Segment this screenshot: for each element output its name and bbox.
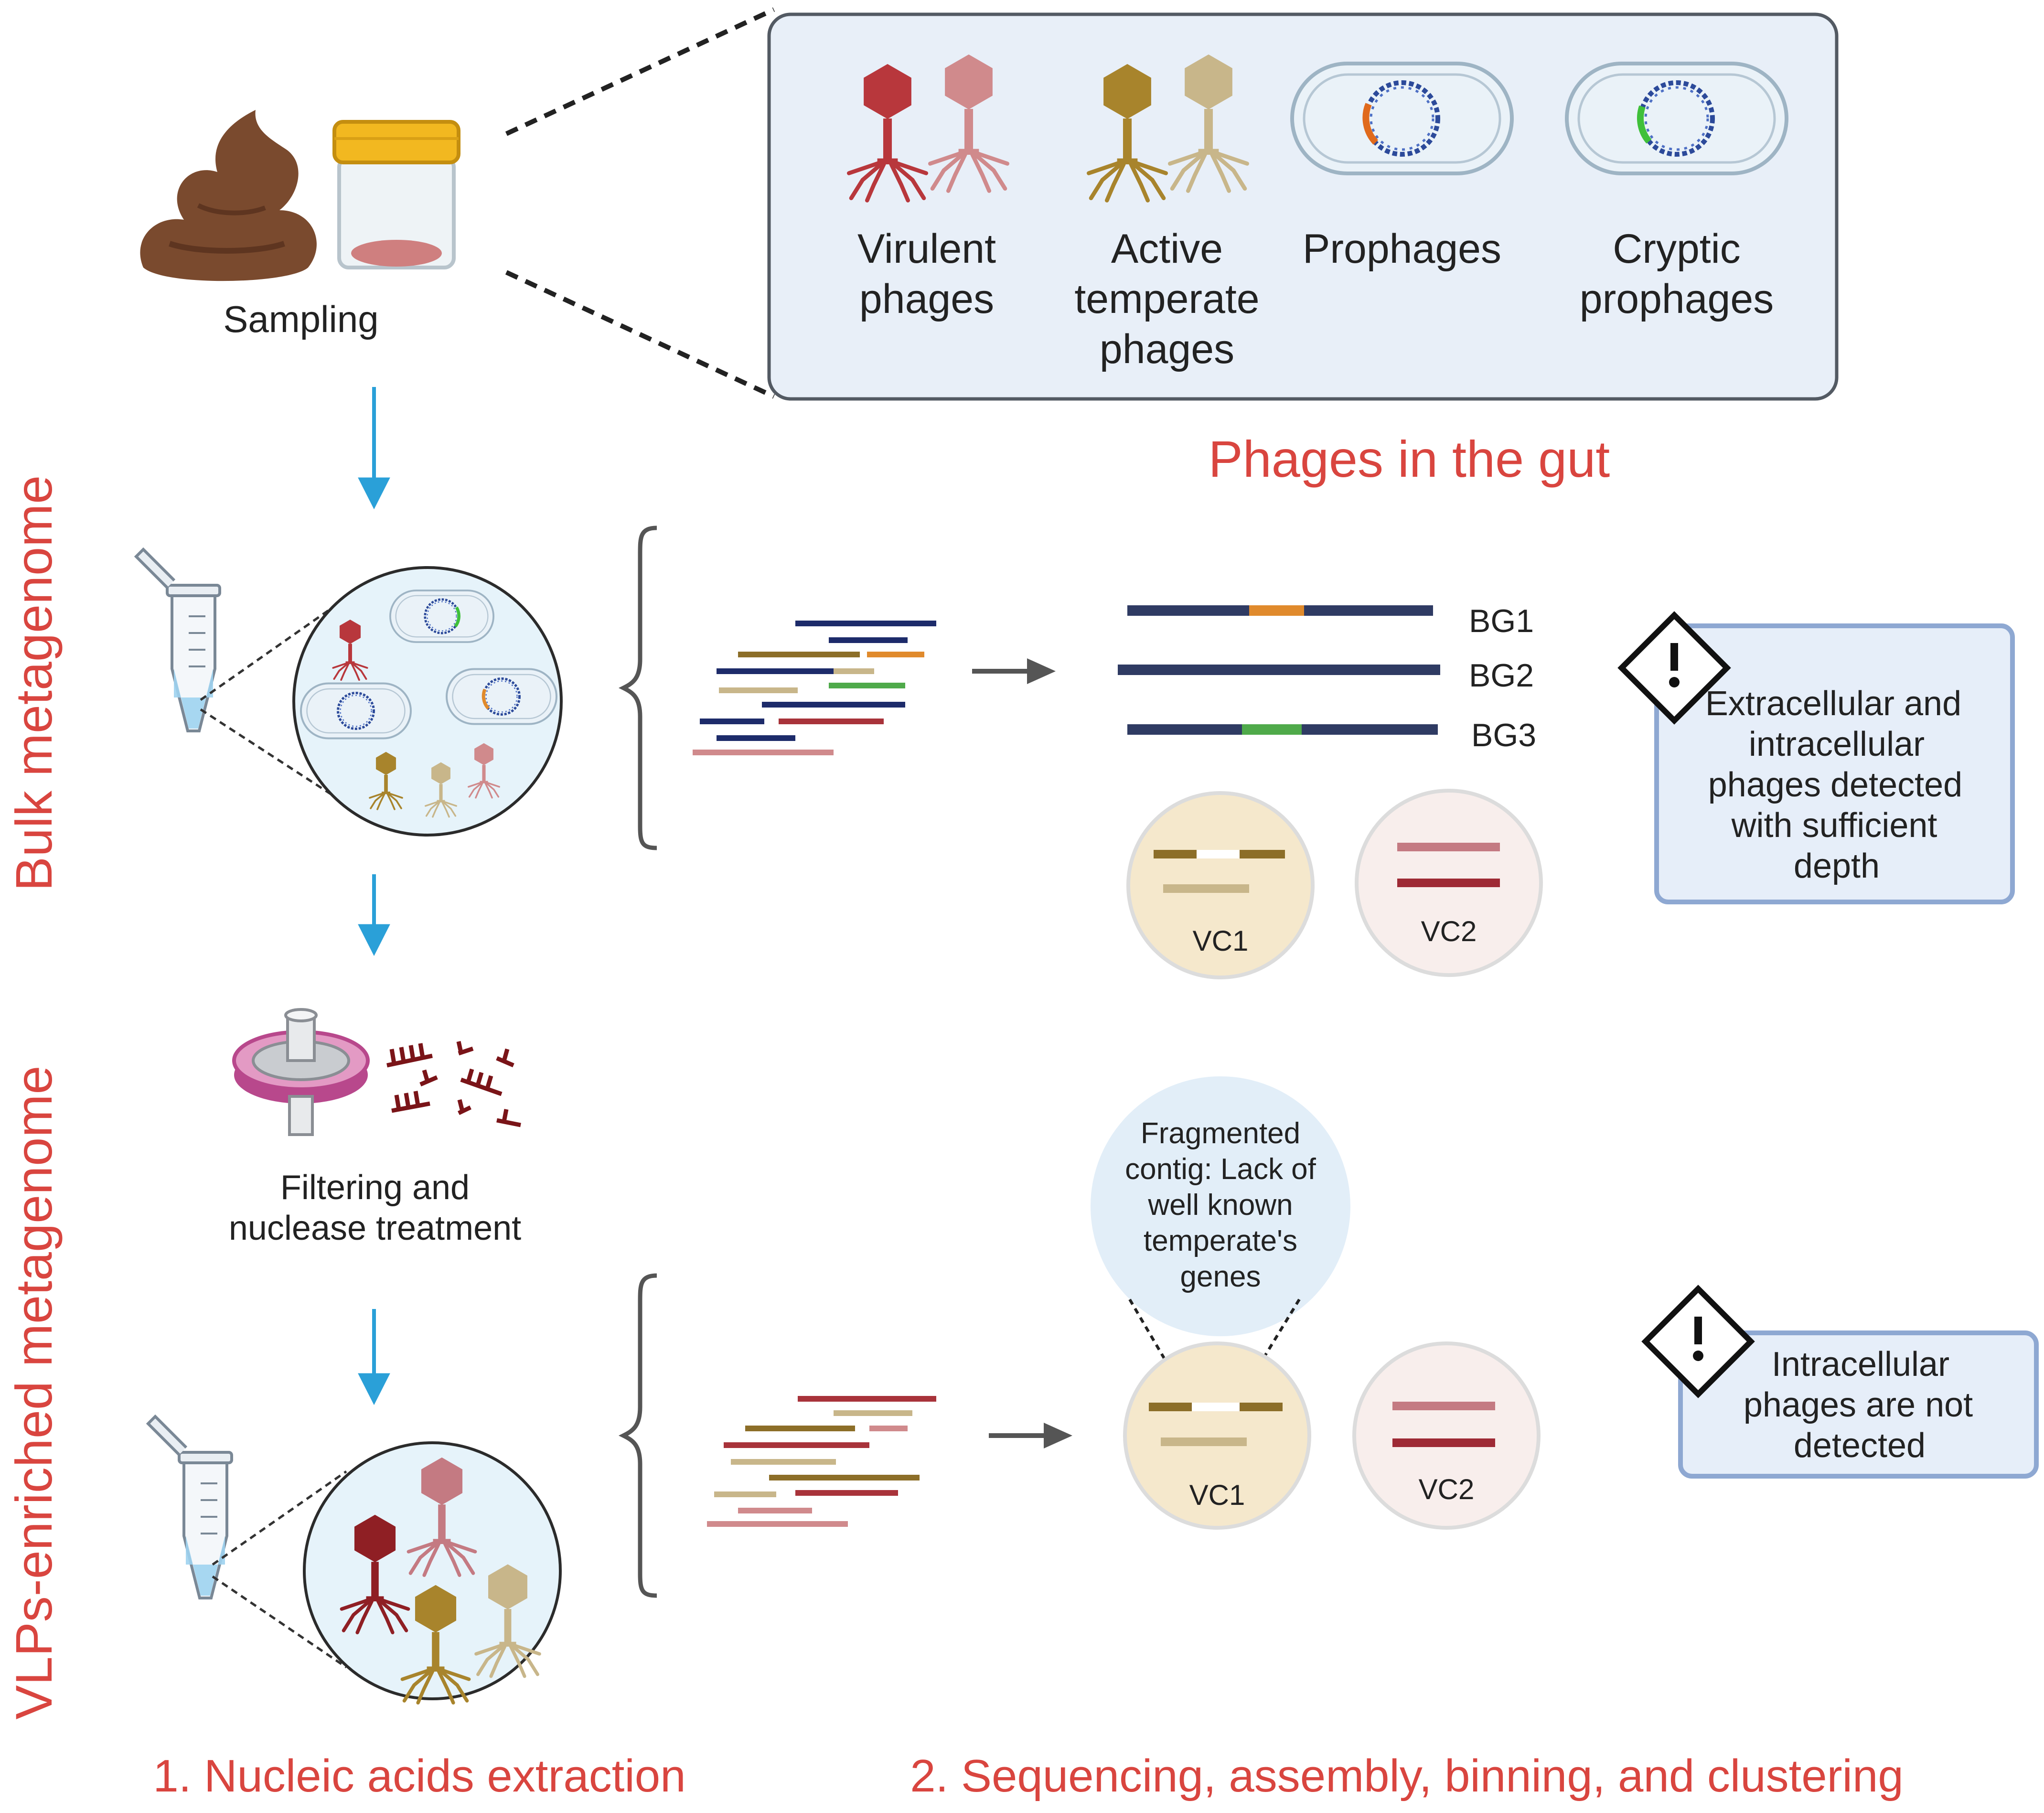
zoom-lines-bulk [200,598,345,804]
bubble-line: well known [1147,1189,1293,1222]
vlp-callout-text: Intracellular phages are not detected [1744,1345,1973,1465]
syringe-filter-icon [232,1008,370,1136]
viral-cluster-vc1-bulk: VC1 [1126,791,1315,979]
down-arrow-icon [358,1309,390,1405]
bracket-bulk [618,526,657,850]
bacterium-icon [301,684,411,739]
zoom-lines-vlp [212,1470,347,1669]
filter-label: Filtering and nuclease treatment [229,1169,521,1247]
bin-label: BG1 [1469,603,1534,639]
bulk-callout-line: depth [1794,847,1880,885]
step-2-label: 2. Sequencing, assembly, binning, and cl… [910,1750,1904,1802]
category-virulent-line-1: Virulent [857,226,996,272]
bacterium-icon [390,590,493,642]
bracket-vlp [618,1273,657,1598]
bubble-line: contig: Lack of [1125,1153,1316,1186]
category-cryptic-line-2: prophages [1580,276,1774,322]
viral-cluster-vc2-bulk: VC2 [1355,789,1543,977]
bin-label: BG2 [1469,657,1534,694]
cluster-label: VC1 [1193,925,1249,957]
category-active-temperate-line-3: phages [1100,326,1234,372]
panel-title: Phages in the gut [1209,430,1610,488]
bacterium-icon [447,669,556,724]
category-virulent: Virulent phages [857,226,996,322]
filter-label-line: nuclease treatment [229,1209,521,1247]
down-arrow-icon [358,874,390,956]
bulk-callout-line: with sufficient [1731,806,1937,845]
bulk-callout-line: intracellular [1749,725,1925,763]
bulk-sample-circle [292,566,563,837]
vlp-callout-line: Intracellular [1772,1345,1949,1384]
viral-cluster-vc2-vlp: VC2 [1352,1341,1541,1530]
bubble-line: genes [1180,1260,1261,1293]
binned-genomes: BG1 BG2 BG3 [1118,603,1536,753]
cluster-label: VC1 [1189,1479,1245,1511]
side-label-vlp: VLPs-enriched metagenome [5,1066,63,1720]
zoom-lines-top [505,7,775,399]
bulk-callout-line: Extracellular and [1705,685,1961,723]
prophage-bacterium-icon [1292,64,1512,173]
cryptic-prophage-bacterium-icon [1567,64,1787,173]
vlp-result-callout [1678,1330,2039,1479]
bulk-callout-line: phages detected [1708,766,1962,804]
category-active-temperate-line-1: Active [1111,226,1223,272]
cluster-label: VC2 [1419,1473,1475,1505]
viral-cluster-vc1-vlp: VC1 [1123,1341,1311,1530]
category-prophages-line-1: Prophages [1303,226,1501,272]
vlp-callout-line: phages are not [1744,1386,1973,1424]
category-prophages: Prophages [1303,226,1501,272]
bin-label: BG3 [1471,717,1536,753]
category-virulent-line-2: phages [859,276,994,322]
warning-icon [1641,1285,1755,1398]
warning-icon [1617,611,1731,725]
fragmented-contig-bubble: Fragmented contig: Lack of well known te… [1091,1076,1350,1398]
process-arrow-icon [989,1423,1072,1448]
microtube-icon [136,549,220,731]
category-cryptic-line-1: Cryptic [1613,226,1741,272]
reads-bulk [693,621,936,755]
step-1-label: 1. Nucleic acids extraction [153,1750,685,1802]
vlp-sample-circle [303,1441,562,1703]
process-arrow-icon [972,658,1056,684]
category-active-temperate-line-2: temperate [1074,276,1259,322]
category-cryptic: Cryptic prophages [1580,226,1774,322]
sampling-label: Sampling [223,298,378,340]
microtube-icon [148,1416,232,1598]
reads-vlp [707,1396,936,1527]
bulk-callout-text: Extracellular and intracellular phages d… [1705,685,1962,885]
down-arrow-icon [358,387,390,510]
stool-icon [140,110,317,281]
side-label-bulk: Bulk metagenome [5,475,63,891]
sample-jar-icon [332,120,460,269]
dna-fragments-icon [386,1041,521,1127]
bulk-result-callout [1654,623,2015,904]
filter-label-line: Filtering and [280,1169,470,1207]
cluster-label: VC2 [1421,915,1477,947]
vlp-callout-line: detected [1794,1427,1926,1465]
bubble-line: temperate's [1144,1224,1297,1257]
bubble-line: Fragmented [1141,1117,1300,1150]
category-active-temperate: Active temperate phages [1074,226,1259,372]
